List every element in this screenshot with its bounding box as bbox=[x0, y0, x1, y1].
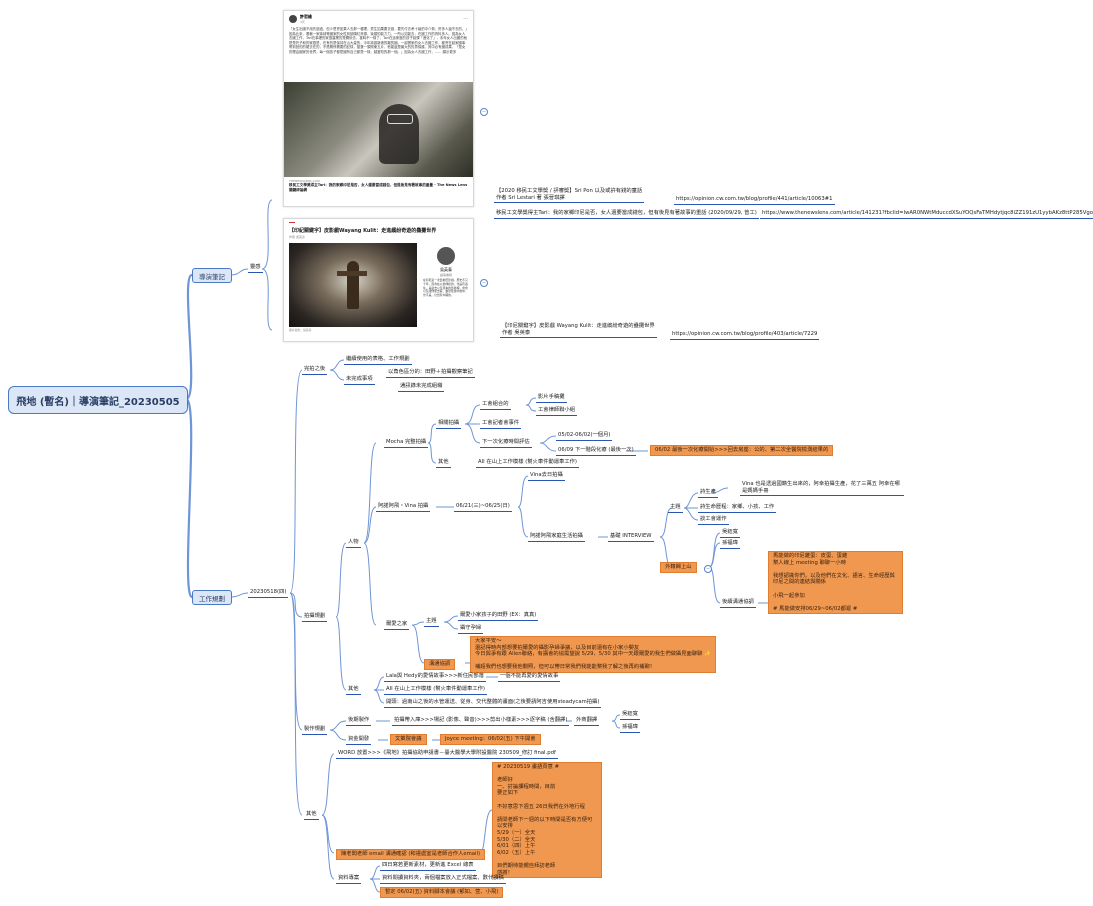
root-topic[interactable]: 飛地 (暫名)｜導演筆記_20230505 bbox=[8, 386, 188, 414]
topic-shoot-others[interactable]: 其他 bbox=[346, 686, 361, 695]
topic-vina-hometown[interactable]: Vina去日拍攝 bbox=[528, 472, 565, 481]
author-role: 讀冊書輯 bbox=[439, 273, 452, 277]
topic-next-round[interactable]: 下一次化療時間評估 bbox=[480, 439, 532, 448]
others-item-1[interactable]: Lala與 Hedy的愛情故事>>>新住民部落 bbox=[384, 673, 486, 682]
topic-foreign-translation[interactable]: 外商翻譯 bbox=[574, 717, 600, 726]
topic-data-project[interactable]: 資料專案 bbox=[336, 875, 362, 884]
topic-interview[interactable]: 基礎 INTERVIEW bbox=[608, 533, 654, 542]
topic-vina[interactable]: 阿諾阿飛・Vina 拍攝 bbox=[376, 503, 431, 512]
topic-funding[interactable]: 資金開發 bbox=[346, 736, 372, 745]
data-item-1[interactable]: 四日寫若更新素材，更新進 Excel 總表 bbox=[380, 862, 476, 871]
photo-credit: 圖片提供：吳英泰 bbox=[289, 328, 312, 332]
topic-inspiration[interactable]: 靈感 bbox=[248, 264, 263, 273]
note-brother[interactable]: 大家平安～ 還記得時內部想要拍爾愛的攝影孕婦爭議，以及目前還有在小家小嬰友 今日… bbox=[470, 636, 716, 674]
post-author: 許哲維 bbox=[300, 14, 312, 19]
topic-mocha[interactable]: Mocha 完整拍攝 bbox=[384, 439, 429, 448]
topic-continue-table[interactable]: 繼續使用的表格、工作規劃 bbox=[344, 356, 412, 365]
collapse-toggle-icon[interactable]: − bbox=[480, 279, 488, 287]
post-caption[interactable]: 移民工文學獎得主Tari：我的家鄉印尼是否，女人還要當成錢包，但是後見有著故事的… bbox=[289, 183, 468, 192]
topic-related-shoot[interactable]: 相關拍攝 bbox=[436, 420, 462, 429]
topic-birth[interactable]: 詩生產 bbox=[698, 489, 718, 498]
birth-note[interactable]: Vina 也是透過國籍生出來的，阿幸拍攝生產，花了三萬五 阿幸在哪是媽媽手冊 bbox=[740, 481, 904, 497]
birth-item-union[interactable]: 談工會運作 bbox=[698, 516, 729, 525]
others-item-3[interactable]: 開頭：過南山之後的水管運送、從身、交代整體的畫面(之後要請阿吉使用steadyc… bbox=[384, 699, 602, 708]
mocha-other-item[interactable]: AII 在山上工作模樣 (幫火車件動運車工作) bbox=[476, 459, 579, 468]
author-name: 吳英泰 bbox=[440, 267, 452, 272]
union-item-2[interactable]: 工會律師聯小組 bbox=[536, 407, 578, 416]
union-item-1[interactable]: 影片手稿攤 bbox=[536, 394, 567, 403]
link-url-tari[interactable]: https://www.thenewslens.com/article/1412… bbox=[760, 210, 1093, 219]
topic-vina-family[interactable]: 阿諾阿飛家庭生活拍攝 bbox=[528, 533, 585, 542]
link-title-wayang[interactable]: 【印尼關鍵字】皮影戲 Wayang Kulit：走進繽紛奇遊的蠱攤世界 作者 吳… bbox=[500, 323, 657, 339]
gohome-person-2[interactable]: 孫福瑋 bbox=[720, 540, 740, 549]
topic-work-plan[interactable]: 工作規劃 bbox=[192, 590, 232, 605]
date-range-1[interactable]: 05/02-06/02(一個月) bbox=[556, 432, 613, 441]
post-flow[interactable]: 拍攝帶入庫>>>場記 (影像、聲音)>>>剪出小樣素>>>逐字稿 (含翻譯) bbox=[392, 717, 570, 726]
collapse-toggle-icon[interactable]: − bbox=[480, 108, 488, 116]
topic-other[interactable]: 其他 bbox=[304, 811, 319, 820]
gohome-person-1[interactable]: 吳鈺寬 bbox=[720, 529, 740, 538]
topic-shoot-plan[interactable]: 拍攝規劃 bbox=[302, 613, 328, 622]
topic-email[interactable]: 陳老闆老師 email 溝通確認 (和證處室是老師合作人email) bbox=[336, 849, 486, 860]
topic-union[interactable]: 工會組合的 bbox=[480, 401, 511, 410]
topic-interview-subject[interactable]: 主題 bbox=[668, 504, 683, 513]
post-body: 「女生出國不用先讀過，但少是會如果人去那一種理，男生如果要去讀，要先付去考十幾的… bbox=[289, 27, 467, 54]
topic-post[interactable]: 後期製作 bbox=[346, 717, 372, 726]
link-title-sri-pon[interactable]: 【2020 移民工文學獎 / 評審獎】Sri Pon 以及或許有錢的童話 作者 … bbox=[494, 188, 645, 204]
post-time: 4天 bbox=[300, 20, 305, 24]
data-item-2[interactable]: 資料閱讀資料夾，兩個檔案放入正式檔案、數代讀稿 bbox=[380, 875, 506, 884]
link-url-wayang[interactable]: https://opinion.cw.com.tw/blog/profile/4… bbox=[670, 331, 820, 340]
article-card-wayang[interactable]: 【印紀關鍵字】皮影戲Wayang Kulit：走進繽紛奇遊的蠱攤世界 作者 吳英… bbox=[283, 218, 474, 342]
brother-item-2[interactable]: 攝守孕婦 bbox=[458, 625, 484, 634]
undone-item-1[interactable]: 以角色區分的：田野＋拍攝觀察筆記 bbox=[386, 369, 475, 378]
birth-item-life[interactable]: 詩生命歷程：家鄉、小孩、工作 bbox=[698, 504, 777, 513]
topic-go-home[interactable]: 外籍歸上山 bbox=[660, 562, 697, 573]
topic-people[interactable]: 人物 bbox=[346, 539, 361, 548]
translator-1[interactable]: 吳鈺寬 bbox=[620, 711, 640, 720]
translator-2[interactable]: 孫福瑋 bbox=[620, 724, 640, 733]
author-avatar bbox=[437, 247, 455, 265]
funding-item-1[interactable]: 文策院會議 bbox=[390, 734, 427, 745]
collapse-toggle-icon[interactable]: − bbox=[704, 565, 712, 573]
topic-brother-house[interactable]: 爾愛之家 bbox=[384, 621, 410, 630]
topic-brother-comm[interactable]: 溝通協調 bbox=[424, 659, 456, 670]
topic-undone[interactable]: 未完成事項 bbox=[344, 376, 375, 385]
topic-mocha-other[interactable]: 其他 bbox=[436, 459, 451, 468]
undone-item-2[interactable]: 通訊錄未完成組織 bbox=[398, 383, 445, 392]
note-0602[interactable]: 06/02 最後一次化療開始>>>回去房座：公的、第二次全醫院檢測結果的 bbox=[650, 445, 834, 456]
post-photo bbox=[284, 82, 473, 177]
date-range-2[interactable]: 06/09 下一階段化療 (最後一次) bbox=[556, 447, 636, 456]
link-title-tari[interactable]: 移民工文學獎得主Tari：我的家鄉印尼是否，女人還要當成錢包，但有後見有著故事的… bbox=[494, 210, 759, 219]
others-item-2[interactable]: AII 在山上工作模樣 (幫火車件動運車工作) bbox=[384, 686, 487, 695]
word-file[interactable]: WORD 放置>>>《飛地》拍攝協助申請書－臺大醫學大學附設醫院 230509_… bbox=[336, 750, 558, 759]
article-meta: 作者 吳英泰 bbox=[289, 235, 305, 239]
topic-production[interactable]: 製作規劃 bbox=[302, 726, 328, 735]
wayang-photo bbox=[289, 243, 417, 327]
note-vina-meeting[interactable]: 馬能做的印尼雞蛋：皮蛋、蛋雞 幫人線上 meeting 聊聊一小時 我想認識你們… bbox=[768, 551, 903, 615]
topic-date[interactable]: 20230518(四) bbox=[248, 589, 289, 598]
funding-item-2[interactable]: Joyce meeting：06/02(五) 下午開會 bbox=[440, 734, 541, 745]
topic-follow-up[interactable]: 後續溝通協調 bbox=[720, 599, 756, 608]
topic-director-notes[interactable]: 導演筆記 bbox=[192, 268, 232, 283]
topic-brother-subject[interactable]: 主題 bbox=[424, 618, 439, 627]
brother-item-1[interactable]: 爾愛小家孩子的田野 (EX：真真) bbox=[458, 612, 539, 621]
more-options-icon[interactable]: ··· bbox=[463, 16, 468, 22]
author-bio: 在印尼第一次藝術皮影戲，歷史不只十年，因為在以前傳統的，也是有過往，是過去以及原… bbox=[423, 278, 468, 298]
note-email-draft[interactable]: # 20230519 畫語頁意 # 老師好 一、討論課程時間，目前 要正如下 不… bbox=[492, 762, 602, 879]
post-source: THENEWSLENS.COM bbox=[289, 179, 320, 183]
article-card-tari[interactable]: 許哲維 4天 ··· 「女生出國不用先讀過，但少是會如果人去那一種理，男生如果要… bbox=[283, 10, 474, 207]
data-meeting-note[interactable]: 暫定 06/02(五) 資料腳本會議 (郁如、萱、小飛) bbox=[380, 887, 504, 898]
others-note[interactable]: 一個不能再愛的愛情故事 bbox=[498, 673, 561, 682]
link-url-sri-pon[interactable]: https://opinion.cw.com.tw/blog/profile/4… bbox=[674, 196, 835, 205]
avatar bbox=[289, 15, 297, 23]
vina-date-range[interactable]: 06/21(三)~06/25(日) bbox=[454, 503, 512, 512]
article-title: 【印紀關鍵字】皮影戲Wayang Kulit：走進繽紛奇遊的蠱攤世界 bbox=[289, 228, 437, 234]
topic-press[interactable]: 工會記者會事件 bbox=[480, 420, 522, 429]
topic-after-shoot[interactable]: 完拍之後 bbox=[302, 366, 328, 375]
